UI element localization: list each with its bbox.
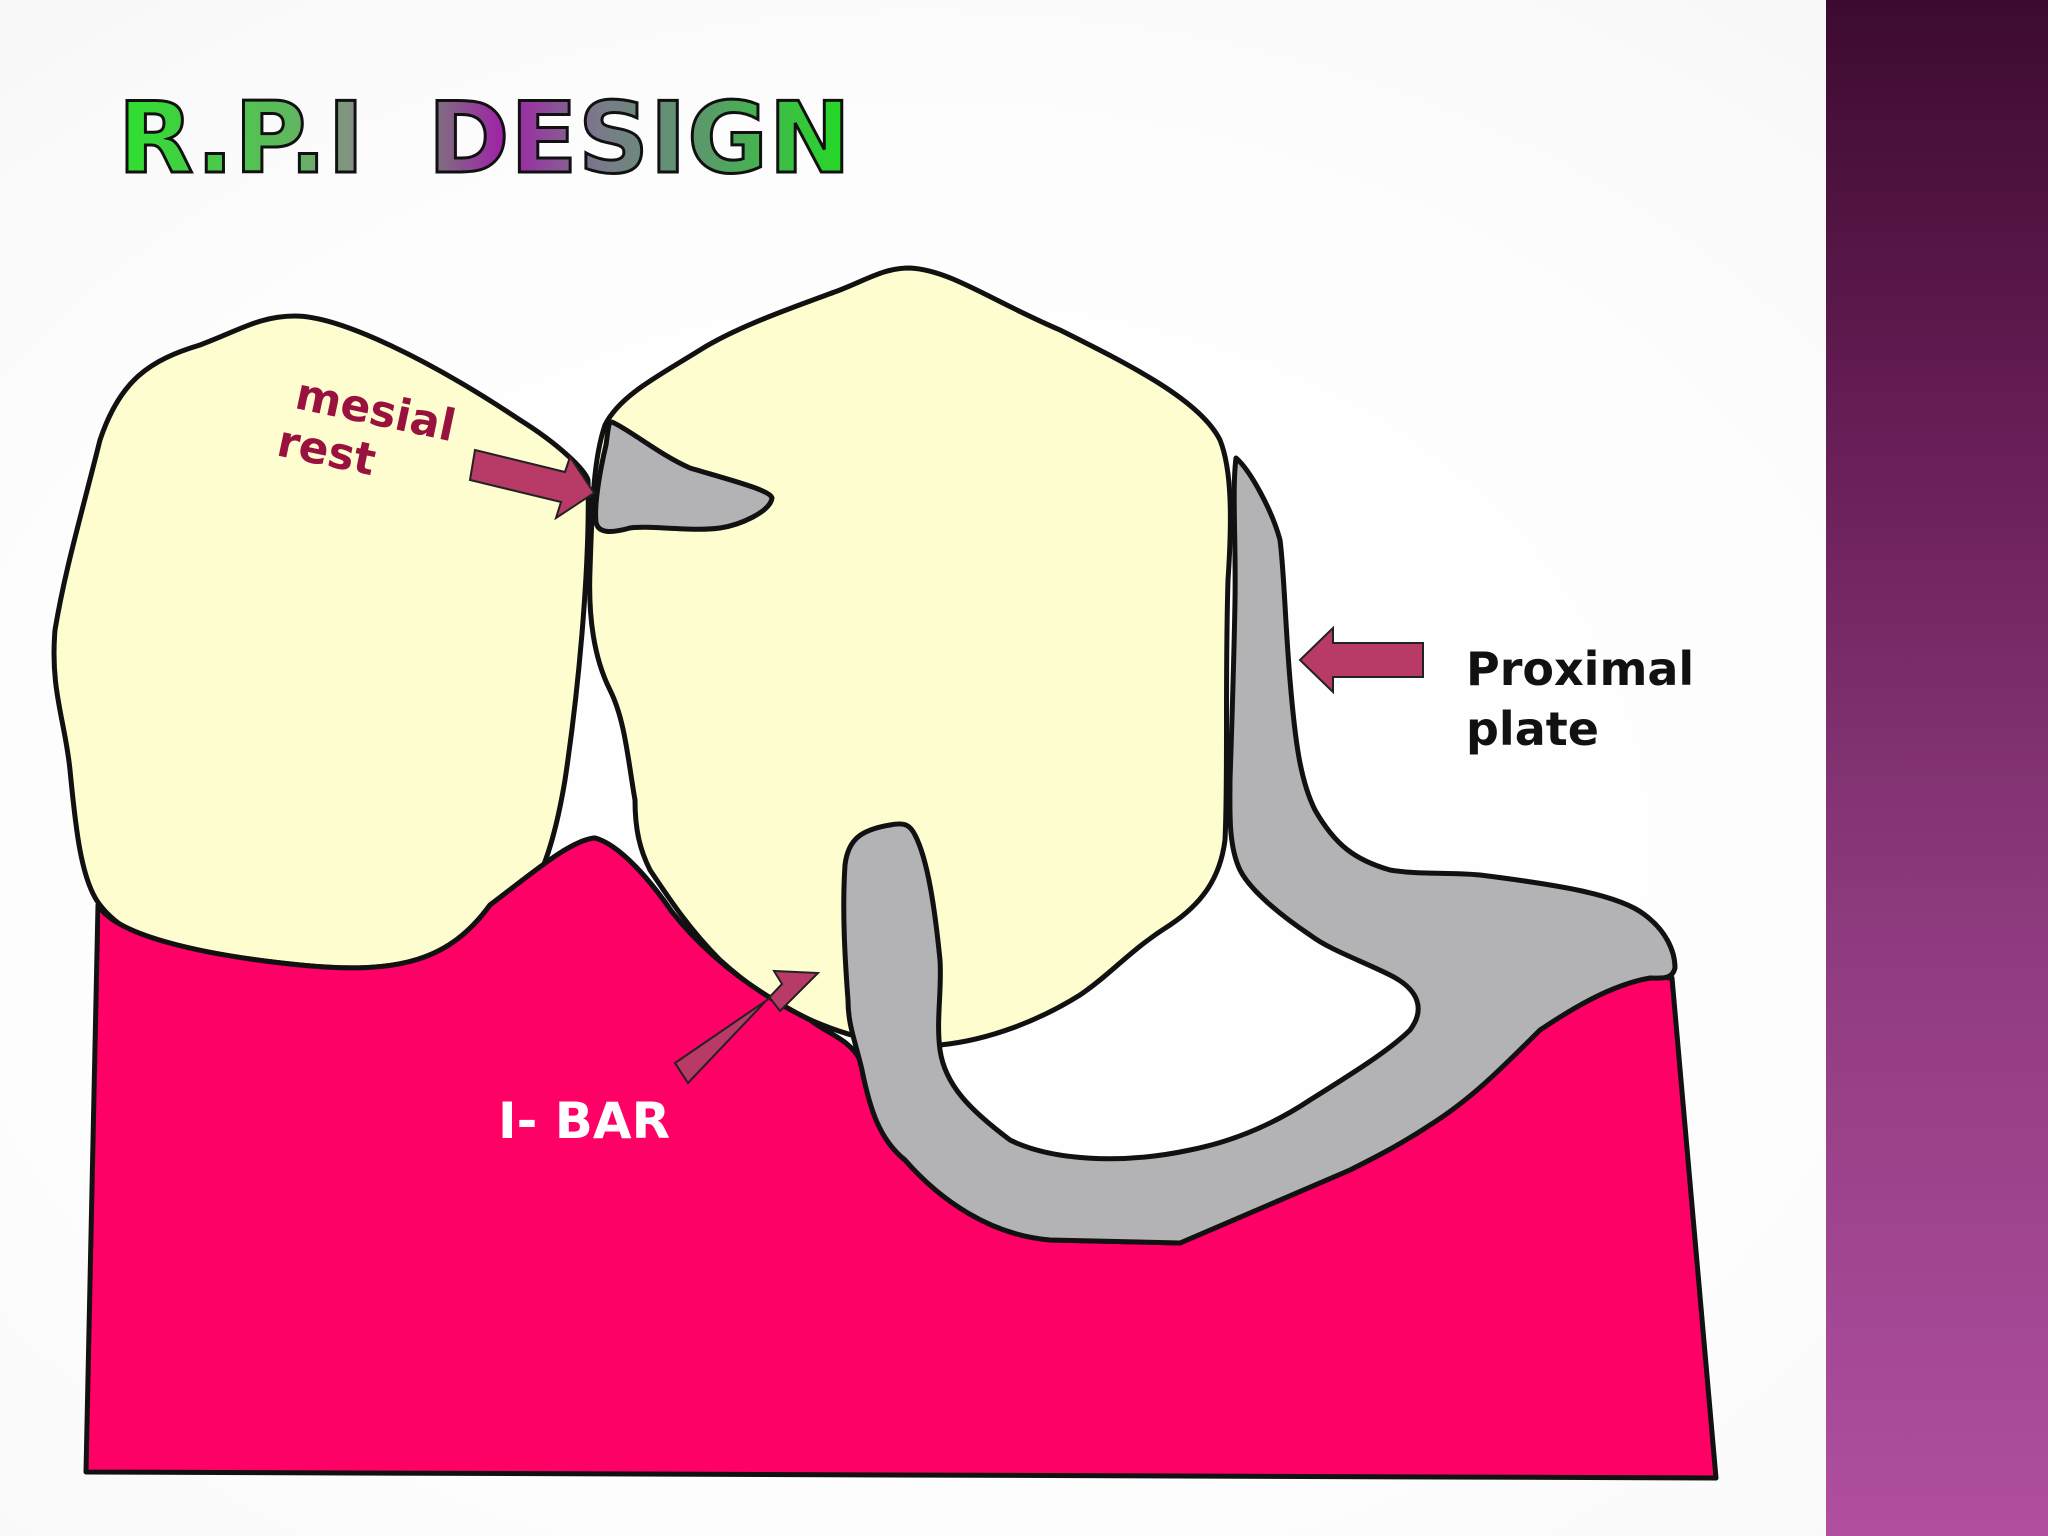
arrow-i-bar [673, 969, 821, 1085]
decorative-side-bar [1826, 0, 2048, 1536]
label-i-bar: I- BAR [498, 1092, 670, 1150]
mesial-rest-metal [593, 419, 775, 534]
abutment-tooth [587, 265, 1233, 1048]
label-proximal-line1: Proximal [1466, 642, 1694, 696]
label-mesial-rest: mesial rest [273, 369, 460, 487]
title-part-design: DESIGN [428, 82, 852, 196]
gingiva-fill-patch [100, 838, 860, 1100]
title-part-rpi: R.P.I [118, 82, 365, 196]
label-plate-line2: plate [1466, 702, 1599, 756]
label-proximal-plate: Proximal plate [1466, 642, 1694, 756]
arrow-mesial-rest [468, 448, 596, 521]
arrow-proximal-plate [1298, 625, 1424, 695]
framework-metal [841, 455, 1678, 1246]
slide-title: R.P.I DESIGN [117, 81, 853, 198]
